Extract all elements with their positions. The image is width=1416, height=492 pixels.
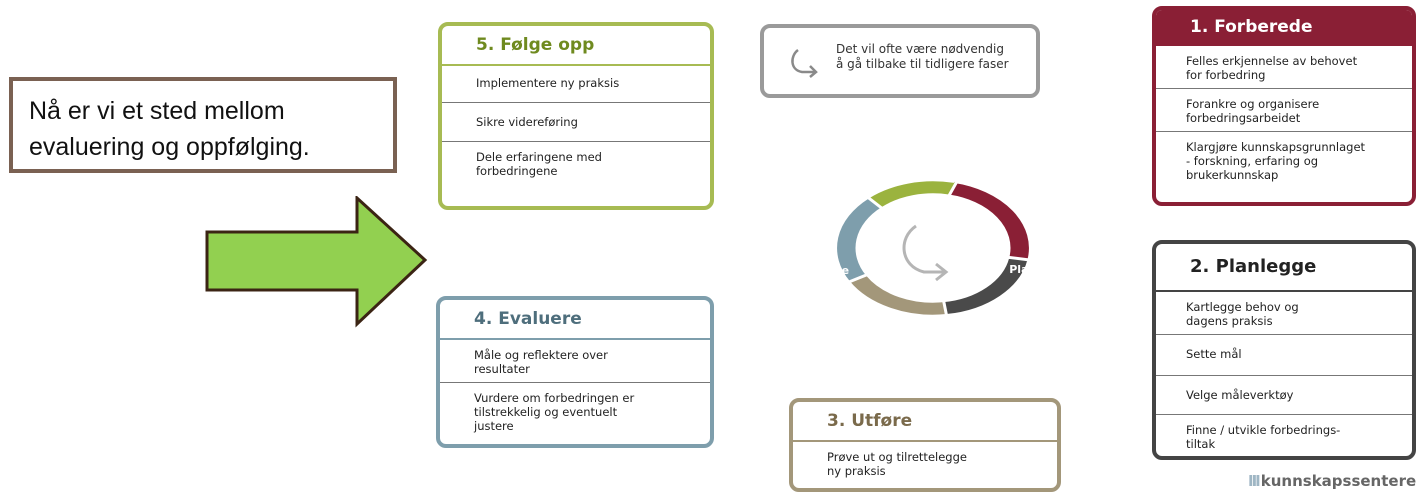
card-title: 1. Forberede xyxy=(1156,10,1412,46)
cycle-segment xyxy=(941,255,1031,326)
cycle-segment xyxy=(834,186,885,284)
note-box: Det vil ofte være nødvendig å gå tilbake… xyxy=(760,24,1040,98)
cycle-segment-number: 3 xyxy=(841,290,874,346)
card-item: Sikre videreføring xyxy=(442,103,710,142)
cycle-segment-number: 5 xyxy=(895,136,928,192)
return-arrow-icon xyxy=(902,224,949,282)
card-item: Finne / utvikle forbedrings-tiltak xyxy=(1186,423,1341,451)
cycle-segment-number: 2 xyxy=(999,284,1032,340)
card-title: 3. Utføre xyxy=(793,402,1057,442)
card-item: Velge måleverktøy xyxy=(1156,376,1412,415)
callout-line-1: Nå er vi et sted mellom xyxy=(29,97,285,125)
cycle-center xyxy=(859,193,1007,303)
callout-line-2: evaluering og oppfølging. xyxy=(29,133,310,161)
card-forberede: 1. Forberede Felles erkjennelse av behov… xyxy=(1152,6,1416,206)
cycle-segment-label: Evaluere xyxy=(795,264,849,277)
cycle-segment-label: Utføre xyxy=(908,332,947,345)
card-title: 4. Evaluere xyxy=(440,300,710,340)
text-callout: Nå er vi et sted mellom evaluering og op… xyxy=(9,77,397,173)
card-item: Klargjøre kunnskapsgrunnlaget- forskning… xyxy=(1186,140,1366,182)
cycle-segment-number: 1 xyxy=(1027,184,1060,240)
cycle-segment-label: Forberede xyxy=(966,165,1030,178)
card-title: 5. Følge opp xyxy=(442,26,710,66)
card-title: 2. Planlegge xyxy=(1156,244,1412,292)
cycle-segment-label: Planlegge xyxy=(1009,263,1071,276)
card-folge-opp: 5. Følge opp Implementere ny praksis Sik… xyxy=(438,22,714,210)
card-item: Implementere ny praksis xyxy=(442,66,710,103)
card-item: Sette mål xyxy=(1156,335,1412,376)
cycle-segment-label: Følge opp xyxy=(832,174,893,187)
right-arrow-icon xyxy=(205,196,428,328)
note-text: Det vil ofte være nødvendig å gå tilbake… xyxy=(836,42,1009,71)
cycle-segment-number: 4 xyxy=(787,186,820,242)
return-arrow-icon xyxy=(791,49,818,78)
